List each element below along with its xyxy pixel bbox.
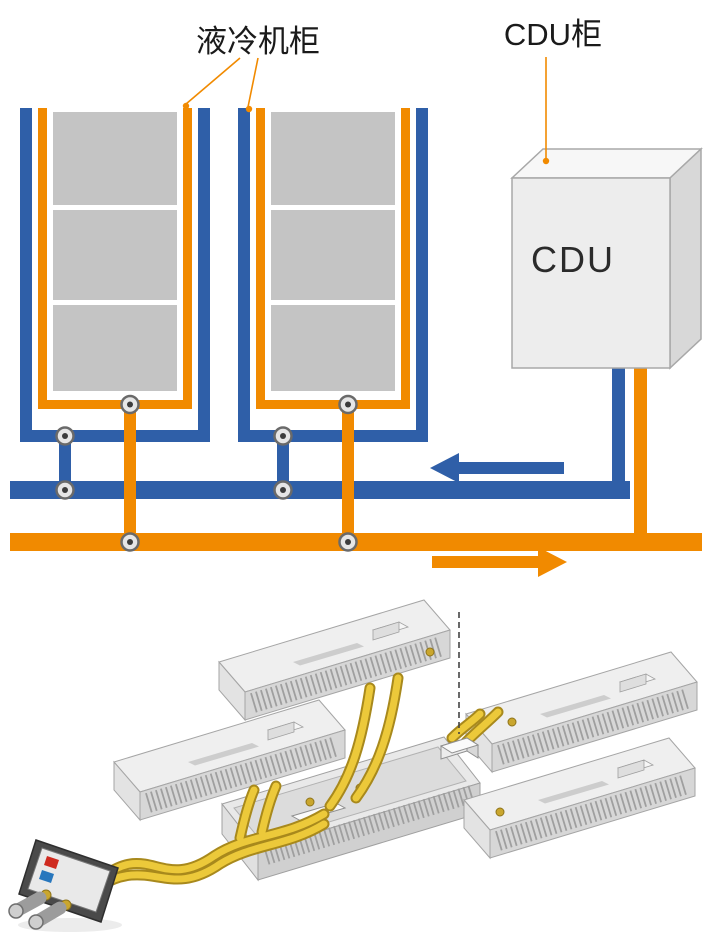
return-flow-arrow-right-icon [432,547,567,577]
branch-hose-core [258,782,280,836]
pipe-connector-icon [338,532,358,552]
pipe-connector-icon [55,426,75,446]
supply-main-pipe [10,481,630,499]
callout-labels: 液冷机柜 CDU柜 [182,17,602,165]
cdu-box-label: CDU [531,239,615,280]
branch-hose-core [326,684,374,810]
pipe-connector-icon [55,480,75,500]
branch-hose-core [448,710,484,742]
pipe-connector-icon [120,394,140,415]
coldplate-chassis [221,736,481,882]
red-port-mark [44,856,59,869]
supply-flow-arrow-left-icon [430,453,564,483]
leader-dot-icon [182,102,190,110]
gold-screw-icon [305,797,315,807]
main-hose-core [100,810,328,880]
main-distribution-pipes [10,366,702,551]
server-block [53,112,177,205]
cabinet-callout-leader-line [185,57,241,105]
blue-port-mark [39,870,54,883]
cabinet2-orange-loop-pipe [256,108,410,409]
server-block [271,210,395,300]
gold-screw-icon [425,647,435,657]
main-hose-core [96,820,328,890]
cooling-cabinet-2 [238,108,428,551]
cdu-box-top-face [510,148,703,179]
cdu-return-drop-pipe [634,366,647,551]
pipe-connector-icon [338,394,358,415]
insert-connector-block [439,737,480,760]
gold-screw-icon [495,807,505,817]
cabinet2-blue-loop-pipe [238,108,428,442]
port-cap-icon [8,903,24,919]
server-block [53,305,177,391]
cdu-unit: CDU [510,147,703,370]
server-block [53,210,177,300]
cabinet-callout-leader-line [247,57,259,108]
gold-screw-icon [507,717,517,727]
server-block [271,305,395,391]
pipe-connector-icon [120,532,140,552]
cdu-supply-drop-pipe [612,366,625,499]
leader-dot-icon [542,157,550,165]
cabinet2-return-drop [342,404,354,551]
cabinet1-return-drop [124,404,136,551]
pipe-connector-icon [273,480,293,500]
branch-hose-core [352,674,402,802]
coolant-hoses [94,672,504,892]
coldplate-assembly [8,600,697,932]
cabinet1-orange-loop-pipe [38,108,192,409]
cdu-callout-label: CDU柜 [504,17,602,52]
pipe-connector-icon [273,426,293,446]
connector-block-top [439,737,480,754]
cdu-box-front-face [511,177,671,369]
port-cap-icon [28,914,44,930]
cabinet-callout-label: 液冷机柜 [196,24,320,59]
coldplate-tray-top-center [219,600,450,720]
quick-connector-assembly [8,839,122,932]
branch-hose-core [236,786,258,842]
cabinet1-blue-loop-pipe [20,108,210,442]
cdu-box-side-face [669,147,702,370]
flow-arrows [430,453,567,577]
server-block [271,112,395,205]
leader-dot-icon [245,105,253,113]
